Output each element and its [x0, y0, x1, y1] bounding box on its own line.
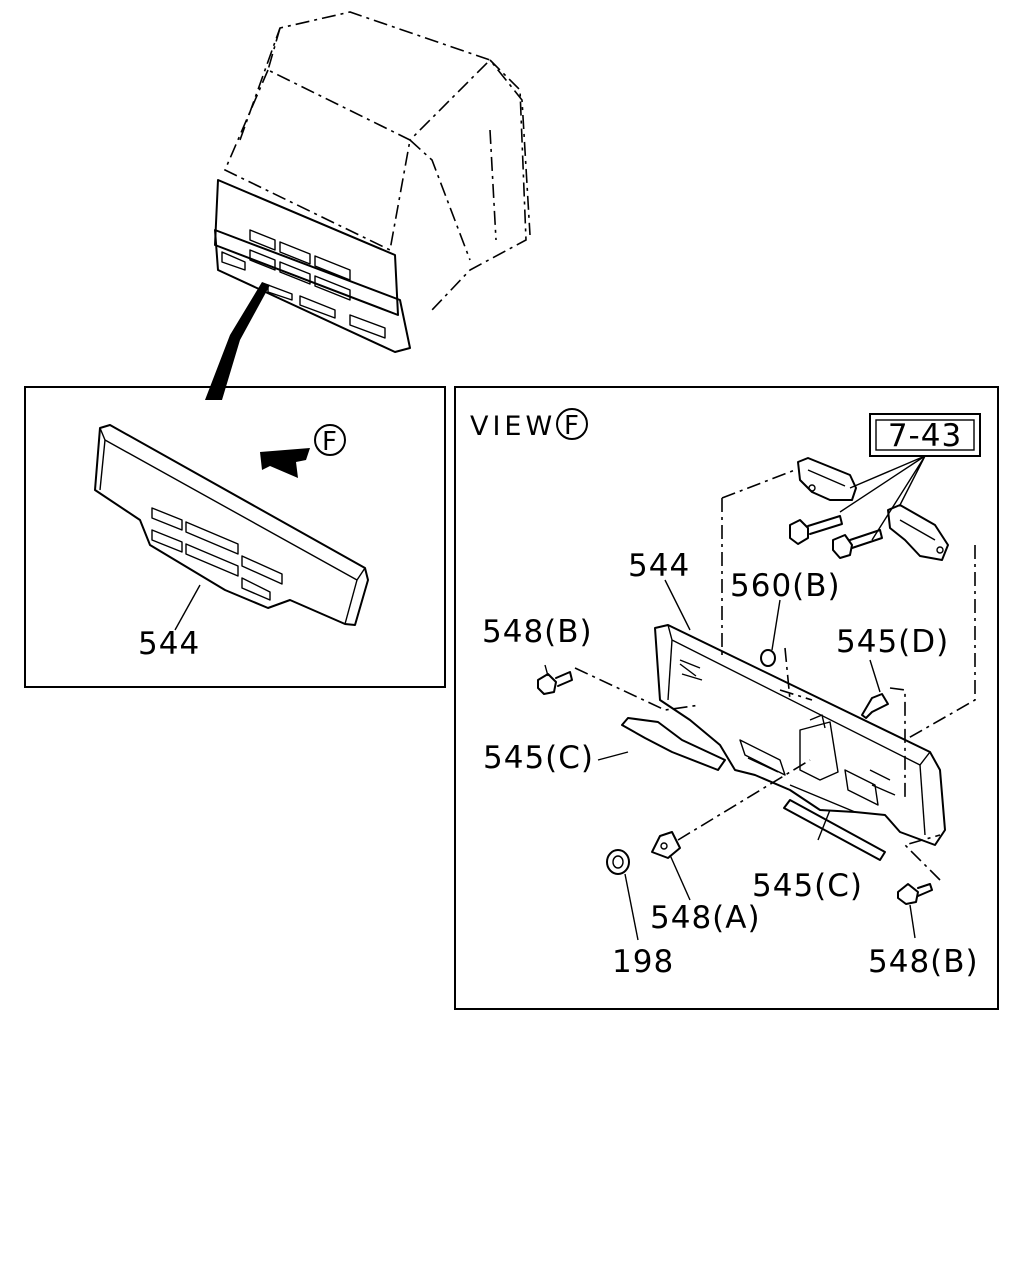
arrow-letter: F: [322, 427, 338, 457]
strip-545c-right: [783, 799, 886, 861]
callout-548b-left: 548(B): [482, 614, 593, 650]
strip-545c-left: [621, 717, 726, 771]
leader-lines: [544, 579, 941, 941]
ref-leaders: [839, 455, 926, 541]
callout-545c-left: 545(C): [483, 740, 594, 776]
callout-198: 198: [612, 944, 674, 980]
nut-198: [606, 849, 630, 875]
callout-544: 544: [628, 548, 690, 584]
callout-548b-right: 548(B): [868, 944, 979, 980]
clip-548a: [651, 831, 681, 859]
view-frame: [454, 386, 999, 1010]
screw-548b-left: [537, 671, 573, 695]
truck-cab-drawing: [205, 11, 531, 400]
inset-callout-544: 544: [138, 626, 200, 662]
view-letter: F: [564, 411, 580, 441]
inset-frame: [24, 386, 446, 688]
inset-grille-part-544: [94, 424, 369, 626]
callout-545d: 545(D): [836, 624, 949, 660]
callout-545c-right: 545(C): [752, 868, 863, 904]
arrow-letter-circle: [314, 424, 346, 456]
ref-box-label: 7-43: [888, 418, 962, 454]
grille-rear-view: [654, 624, 946, 846]
leader-line-inset: [174, 584, 201, 631]
screw-548b-right: [897, 883, 933, 905]
view-label: VIEW: [470, 411, 556, 442]
ref-box-inner: [875, 419, 975, 451]
view-letter-circle: [556, 408, 588, 440]
grommet-560b: [760, 649, 776, 667]
clip-545d: [861, 693, 889, 719]
callout-560b: 560(B): [730, 568, 841, 604]
bracket-assembly: [721, 457, 976, 741]
view-direction-arrow-icon: [260, 448, 310, 478]
callout-548a: 548(A): [650, 900, 761, 936]
